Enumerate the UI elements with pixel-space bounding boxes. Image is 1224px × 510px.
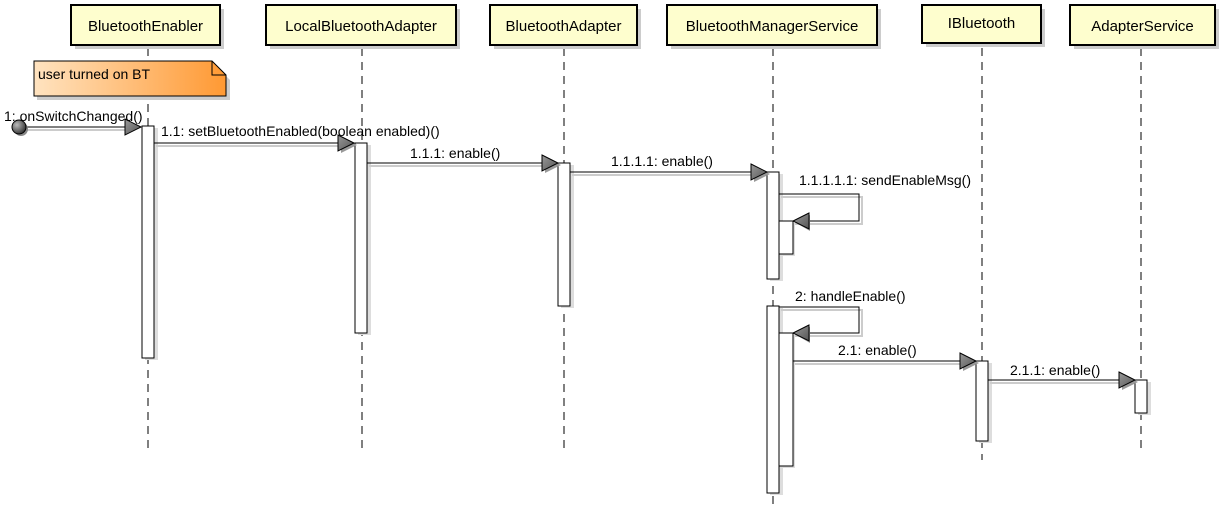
activation-local-bluetooth-adapter xyxy=(354,142,371,335)
message-label: 1.1.1.1.1: sendEnableMsg() xyxy=(799,172,971,188)
participant-label: IBluetooth xyxy=(948,15,1016,32)
message-label: 1.1: setBluetoothEnabled(boolean enabled… xyxy=(161,123,440,139)
note-user-turned-on-bt: user turned on BT xyxy=(33,60,230,100)
note-text: user turned on BT xyxy=(38,66,151,82)
message-label: 2.1: enable() xyxy=(838,342,917,358)
message-label: 2: handleEnable() xyxy=(795,288,906,304)
message-label: 1.1.1: enable() xyxy=(410,145,500,161)
message-2-1[interactable]: 2.1: enable() xyxy=(793,342,979,371)
participant-label: BluetoothAdapter xyxy=(506,18,622,35)
participant-label: AdapterService xyxy=(1091,18,1194,35)
participant-ibluetooth[interactable]: IBluetooth xyxy=(921,4,1045,47)
messages: 1: onSwitchChanged() 1.1: setBluetoothEn… xyxy=(4,108,1138,390)
participant-label: BluetoothManagerService xyxy=(686,18,859,35)
message-2-1-1[interactable]: 2.1.1: enable() xyxy=(988,362,1138,390)
message-label: 1.1.1.1: enable() xyxy=(611,153,713,169)
activation-bluetooth-manager-service-1 xyxy=(766,171,795,281)
message-1-1-1-1[interactable]: 1.1.1.1: enable() xyxy=(570,153,770,182)
participant-bluetooth-adapter[interactable]: BluetoothAdapter xyxy=(489,4,641,49)
message-2[interactable]: 2: handleEnable() xyxy=(779,288,906,343)
activation-bluetooth-adapter xyxy=(557,162,574,308)
message-1-1[interactable]: 1.1: setBluetoothEnabled(boolean enabled… xyxy=(154,123,440,153)
participant-label: BluetoothEnabler xyxy=(88,18,203,35)
participant-bluetooth-enabler[interactable]: BluetoothEnabler xyxy=(70,4,224,49)
activation-bluetooth-enabler xyxy=(141,125,158,360)
participants: BluetoothEnabler LocalBluetoothAdapter B… xyxy=(70,4,1219,49)
message-1[interactable]: 1: onSwitchChanged() xyxy=(4,108,143,136)
activation-adapter-service xyxy=(1134,379,1151,415)
participant-bluetooth-manager-service[interactable]: BluetoothManagerService xyxy=(666,4,881,49)
participant-label: LocalBluetoothAdapter xyxy=(285,18,437,35)
activation-bars xyxy=(141,125,1151,495)
participant-local-bluetooth-adapter[interactable]: LocalBluetoothAdapter xyxy=(265,4,460,49)
lifelines xyxy=(147,48,1142,510)
message-1-1-1-1-1[interactable]: 1.1.1.1.1: sendEnableMsg() xyxy=(779,172,971,231)
participant-adapter-service[interactable]: AdapterService xyxy=(1069,4,1219,49)
message-1-1-1[interactable]: 1.1.1: enable() xyxy=(367,145,561,173)
activation-bluetooth-manager-service-2 xyxy=(766,305,795,495)
activation-ibluetooth xyxy=(975,360,992,443)
message-label: 2.1.1: enable() xyxy=(1010,362,1100,378)
message-label: 1: onSwitchChanged() xyxy=(4,108,143,124)
